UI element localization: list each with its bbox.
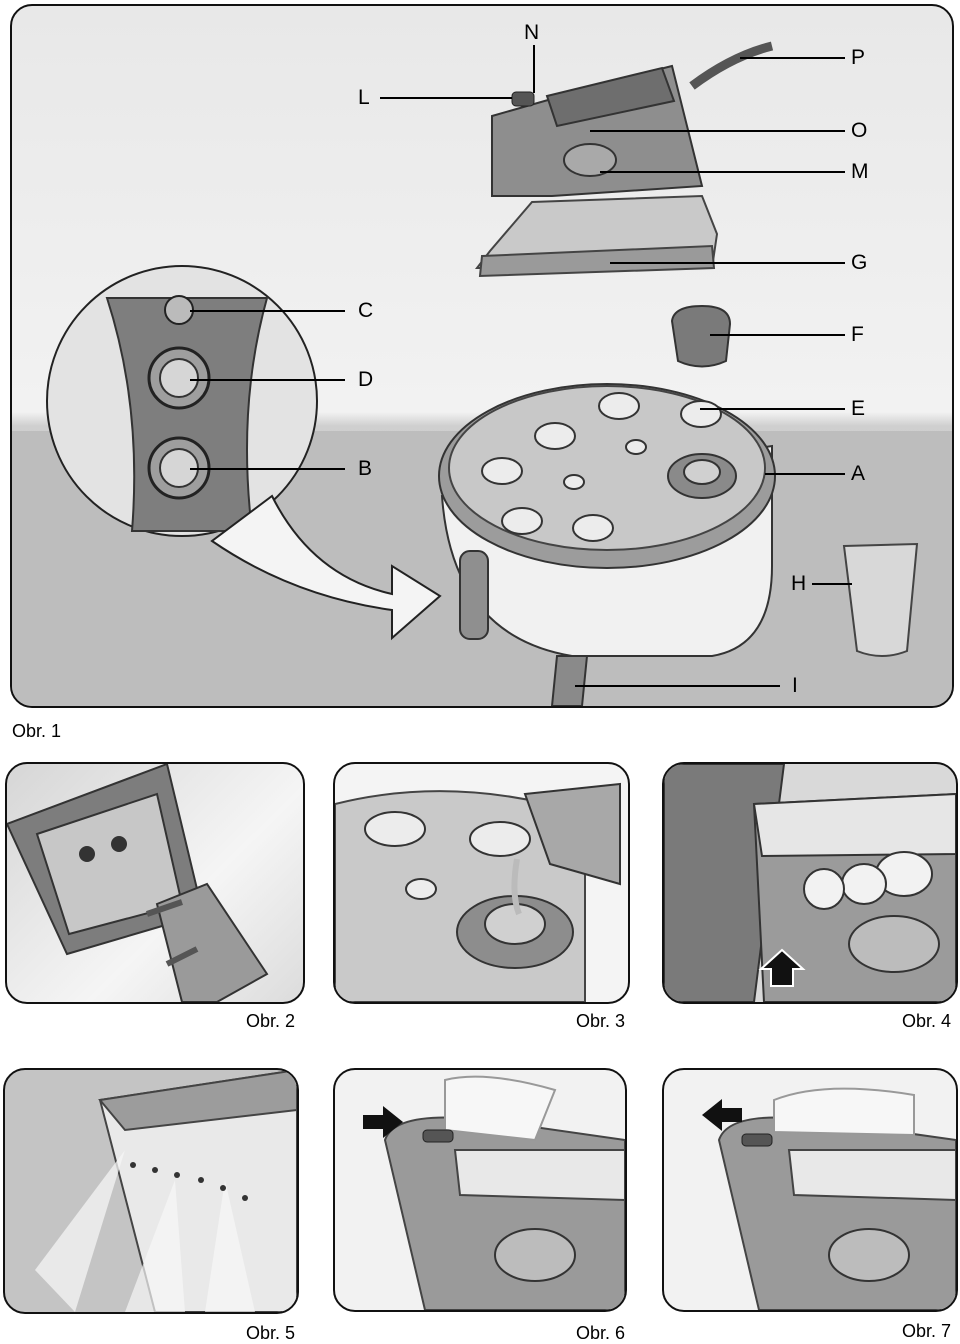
steam-jets	[35, 1150, 125, 1312]
iron-illustration	[474, 41, 774, 278]
figure-2-caption: Obr. 2	[246, 1011, 296, 1031]
leader-N	[533, 45, 535, 93]
leader-L	[380, 97, 512, 99]
control-panel-zoom	[46, 265, 318, 537]
power-plug	[155, 882, 269, 1002]
callout-L: L	[358, 86, 370, 109]
zoom-arrow	[210, 494, 442, 641]
figure-2-panel	[5, 762, 305, 1004]
hand	[444, 1075, 557, 1142]
measuring-cup-h	[842, 542, 919, 657]
leader-F	[710, 334, 845, 336]
callout-M: M	[851, 160, 869, 183]
water-stream	[511, 858, 522, 916]
indicator-light-c	[164, 295, 194, 325]
leader-I	[575, 685, 780, 687]
arrow-right-icon	[363, 1106, 403, 1138]
figure-4-drawing	[664, 764, 956, 1002]
callout-A: A	[851, 462, 866, 485]
figure-7-caption: Obr. 7	[902, 1321, 952, 1341]
callout-D: D	[358, 368, 374, 391]
arrow-left-icon	[702, 1099, 742, 1131]
callout-B: B	[358, 457, 373, 480]
figure-5-panel	[3, 1068, 299, 1314]
figure-3-caption: Obr. 3	[576, 1011, 626, 1031]
steam-button	[741, 1133, 773, 1147]
figure-1-panel	[10, 4, 954, 708]
hand	[773, 1087, 915, 1137]
figure-6-drawing	[363, 1075, 625, 1310]
figure-4-caption: Obr. 4	[902, 1011, 952, 1031]
leader-E	[700, 408, 845, 410]
leader-O	[590, 130, 845, 132]
figure-6-panel	[333, 1068, 627, 1312]
figure-2-drawing	[7, 764, 269, 1002]
filler-cap-f	[670, 304, 732, 368]
figure-4-panel	[662, 762, 958, 1004]
figure-7-drawing	[702, 1087, 956, 1310]
leader-D	[190, 379, 345, 381]
leader-P	[740, 57, 845, 59]
figure-5-drawing	[35, 1070, 297, 1312]
figure-5-caption: Obr. 5	[246, 1323, 296, 1343]
leader-M	[600, 171, 845, 173]
figure-1-drawing	[12, 41, 952, 706]
figure-3-panel	[333, 762, 630, 1004]
figure-6-caption: Obr. 6	[576, 1323, 626, 1343]
arrow-up-icon	[758, 948, 806, 987]
callout-F: F	[851, 323, 864, 346]
figure-3-drawing	[335, 782, 621, 1002]
callout-O: O	[851, 119, 868, 142]
callout-G: G	[851, 251, 868, 274]
leader-A	[765, 473, 845, 475]
callout-N: N	[524, 21, 540, 44]
callout-I: I	[792, 674, 798, 697]
measuring-cup	[523, 782, 621, 886]
leader-G	[610, 262, 845, 264]
callout-P: P	[851, 46, 866, 69]
leader-C	[190, 310, 345, 312]
leader-H	[812, 583, 852, 585]
steam-button	[422, 1129, 454, 1143]
callout-E: E	[851, 397, 866, 420]
figure-7-panel	[662, 1068, 958, 1312]
steam-generator-base	[438, 383, 776, 706]
figure-1-caption: Obr. 1	[12, 721, 62, 741]
callout-H: H	[791, 572, 807, 595]
callout-C: C	[358, 299, 374, 322]
leader-B	[190, 468, 345, 470]
